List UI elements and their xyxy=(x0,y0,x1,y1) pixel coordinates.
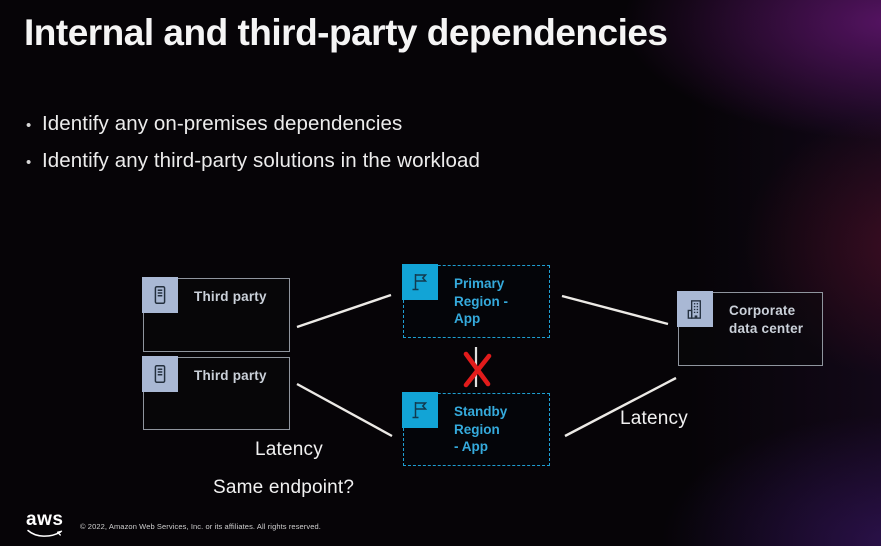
aws-logo: aws xyxy=(26,509,66,545)
node-label: Third party xyxy=(194,289,267,304)
bullet-text: Identify any on-premises dependencies xyxy=(42,112,403,135)
x-mark-icon xyxy=(463,351,492,388)
node-label: Standby Region - App xyxy=(454,404,508,455)
connector-primary-corporate xyxy=(561,294,669,326)
flag-icon xyxy=(402,392,438,428)
aws-smile-icon xyxy=(27,529,63,538)
same-endpoint-label: Same endpoint? xyxy=(213,477,355,498)
node-third-party-1: Third party xyxy=(142,277,290,352)
node-corporate-data-center: Corporate data center xyxy=(677,291,823,366)
server-icon xyxy=(142,356,178,392)
bullet-item: • Identify any on-premises dependencies xyxy=(26,112,480,136)
server-icon xyxy=(142,277,178,313)
node-label: Primary Region - App xyxy=(454,276,508,327)
slide-title: Internal and third-party dependencies xyxy=(24,12,668,53)
aws-logo-text: aws xyxy=(26,509,64,530)
bullet-text: Identify any third-party solutions in th… xyxy=(42,149,481,172)
slide-footer: aws © 2022, Amazon Web Services, Inc. or… xyxy=(0,506,881,546)
node-label: Third party xyxy=(194,368,267,383)
flag-icon xyxy=(402,264,438,300)
connector-thirdparty1-primary xyxy=(296,293,392,329)
bullet-item: • Identify any third-party solutions in … xyxy=(26,149,480,173)
latency-label-right: Latency xyxy=(620,408,688,429)
connector-thirdparty2-standby xyxy=(296,382,393,438)
node-label: Corporate data center xyxy=(729,303,804,336)
building-icon xyxy=(677,291,713,327)
bullet-list: • Identify any on-premises dependencies … xyxy=(26,112,480,186)
copyright-text: © 2022, Amazon Web Services, Inc. or its… xyxy=(80,522,321,531)
node-third-party-2: Third party xyxy=(142,356,290,430)
node-primary-region: Primary Region - App xyxy=(402,264,550,338)
latency-label-left: Latency xyxy=(255,439,323,460)
node-standby-region: Standby Region - App xyxy=(402,392,550,466)
bullet-marker: • xyxy=(26,154,32,171)
bullet-marker: • xyxy=(26,117,32,134)
